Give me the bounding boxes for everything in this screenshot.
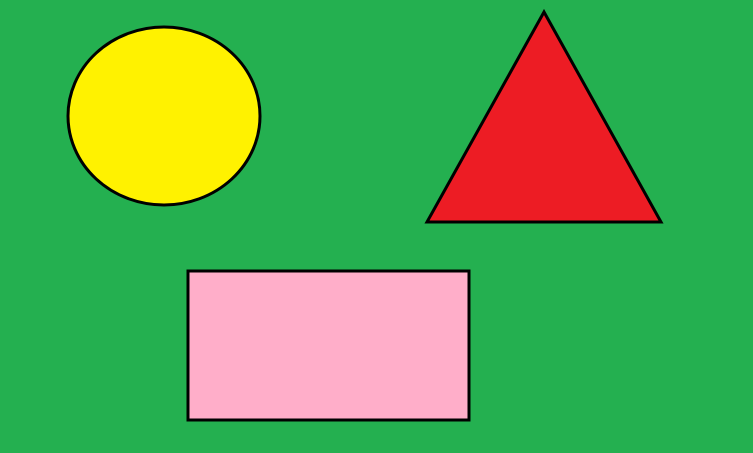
pink-rectangle-shape [186, 269, 471, 422]
red-triangle-shape [424, 8, 664, 224]
yellow-circle-shape [66, 25, 262, 207]
